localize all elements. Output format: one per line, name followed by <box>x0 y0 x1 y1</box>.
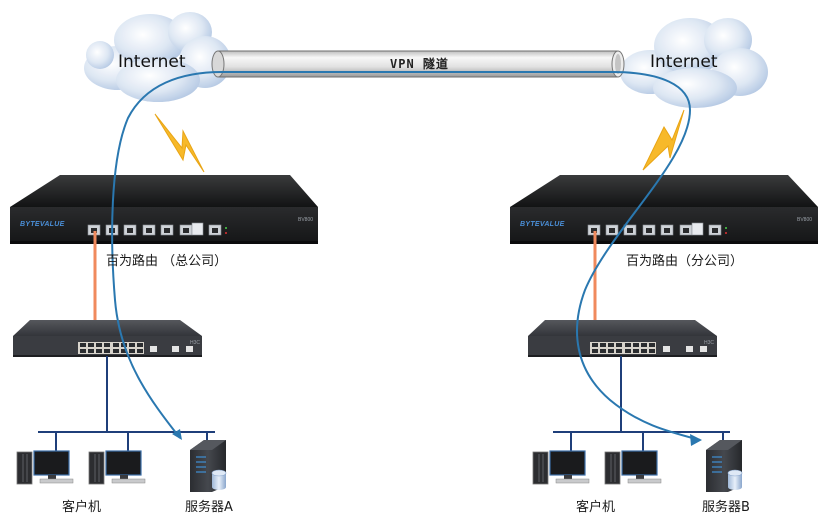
router-model-branch: BV800 <box>797 217 813 223</box>
switch-branch <box>528 320 717 357</box>
router-model-hq: BV800 <box>298 217 314 223</box>
client-pc-branch-1 <box>532 450 590 485</box>
router-branch <box>510 175 818 244</box>
lan-bus-hq <box>38 356 215 452</box>
switch-hq <box>13 320 202 357</box>
switch-model-hq: H3C <box>190 340 201 346</box>
internet-cloud-branch <box>620 18 768 108</box>
server-a <box>190 440 227 492</box>
client-pc-hq-2 <box>88 450 146 485</box>
server-label-b: 服务器B <box>702 500 750 515</box>
vpn-data-path <box>111 71 701 441</box>
vpn-path-arrowhead-b <box>690 434 702 446</box>
switch-ports-branch <box>590 342 707 354</box>
vpn-path-arrowhead-a <box>172 429 182 440</box>
switch-model-branch: H3C <box>704 340 715 346</box>
internet-label-hq: Internet <box>118 52 186 72</box>
wireless-link-lightning-branch <box>642 109 685 171</box>
server-b <box>706 440 743 492</box>
internet-label-branch: Internet <box>650 52 718 72</box>
wireless-link-lightning-hq <box>154 113 205 173</box>
router-label-branch: 百为路由（分公司） <box>626 254 744 269</box>
router-label-hq: 百为路由 （总公司） <box>106 254 228 269</box>
router-brand-branch: BYTEVALUE <box>520 221 565 228</box>
clients-label-branch: 客户机 <box>576 500 616 515</box>
client-pc-branch-2 <box>604 450 662 485</box>
lan-bus-branch <box>553 356 730 452</box>
client-pc-hq-1 <box>16 450 74 485</box>
clients-label-hq: 客户机 <box>62 500 102 515</box>
router-brand-hq: BYTEVALUE <box>20 221 65 228</box>
router-hq <box>10 175 318 244</box>
switch-ports-hq <box>78 342 193 354</box>
server-label-a: 服务器A <box>185 500 233 515</box>
vpn-tunnel-label: VPN 隧道 <box>390 57 449 71</box>
